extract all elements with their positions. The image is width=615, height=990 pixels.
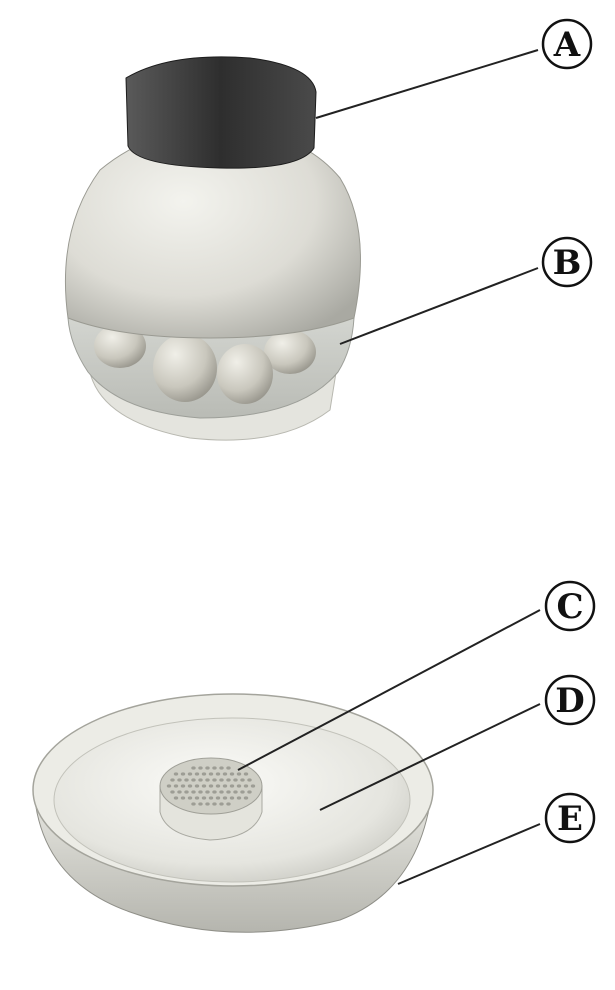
callout-e: E — [546, 794, 594, 842]
vent-hole — [184, 790, 188, 793]
vent-hole — [170, 790, 174, 793]
vent-hole — [177, 778, 181, 781]
vent-hole — [233, 790, 237, 793]
vent-hole — [230, 784, 234, 787]
incubator-top-cap — [126, 57, 316, 168]
vent-hole — [202, 784, 206, 787]
vent-hole — [170, 778, 174, 781]
vent-hole — [174, 796, 178, 799]
vent-hole — [198, 802, 202, 805]
vent-hole — [212, 766, 216, 769]
vent-hole — [230, 772, 234, 775]
egg — [153, 334, 217, 402]
vent-hole — [226, 778, 230, 781]
vent-hole — [205, 766, 209, 769]
callout-d-label: D — [555, 681, 584, 721]
vent-hole — [209, 796, 213, 799]
vent-hole — [188, 772, 192, 775]
vent-hole — [177, 790, 181, 793]
callout-a: A — [543, 20, 591, 68]
vent-hole — [205, 790, 209, 793]
vent-hole — [212, 778, 216, 781]
vent-hole — [240, 790, 244, 793]
vent-hole — [205, 778, 209, 781]
vent-hole — [226, 802, 230, 805]
vent-hole — [216, 796, 220, 799]
vent-hole — [205, 802, 209, 805]
leader-line-a — [316, 50, 538, 118]
vent-hole — [219, 778, 223, 781]
vent-hole — [202, 796, 206, 799]
vent-hole — [233, 778, 237, 781]
vent-hole — [240, 778, 244, 781]
vent-hole — [202, 772, 206, 775]
callout-a-label: A — [553, 25, 581, 65]
callout-c-label: C — [556, 587, 583, 627]
vent-hole — [191, 802, 195, 805]
vent-hole — [223, 784, 227, 787]
vent-hole — [247, 790, 251, 793]
callout-e-label: E — [557, 799, 583, 839]
vent-hole — [198, 790, 202, 793]
vent-hole — [209, 772, 213, 775]
vent-hole — [216, 772, 220, 775]
vent-hole — [191, 790, 195, 793]
vent-hole — [195, 772, 199, 775]
vent-hole — [219, 766, 223, 769]
vent-hole — [188, 784, 192, 787]
vent-hole — [212, 790, 216, 793]
vent-hole — [188, 796, 192, 799]
callout-c: C — [546, 582, 594, 630]
vent-hole — [219, 802, 223, 805]
vent-hole — [237, 796, 241, 799]
leader-line-b — [340, 268, 538, 344]
vent-hole — [230, 796, 234, 799]
vent-hole — [226, 790, 230, 793]
vent-hole — [191, 766, 195, 769]
vent-hole — [181, 784, 185, 787]
vent-hole — [174, 784, 178, 787]
vent-hole — [174, 772, 178, 775]
vent-hole — [237, 784, 241, 787]
vent-hole — [244, 772, 248, 775]
vent-hole — [198, 778, 202, 781]
incubator-base-tray — [33, 694, 433, 932]
vent-hole — [223, 772, 227, 775]
vent-hole — [181, 772, 185, 775]
vent-hole — [216, 784, 220, 787]
vent-hole — [226, 766, 230, 769]
vent-hole — [195, 784, 199, 787]
vent-hole — [244, 796, 248, 799]
vent-hole — [184, 778, 188, 781]
vent-hole — [209, 784, 213, 787]
vent-hole — [251, 784, 255, 787]
vent-hole — [212, 802, 216, 805]
incubator-assembled — [65, 57, 360, 440]
callout-b: B — [543, 238, 591, 286]
vent-hole — [195, 796, 199, 799]
vent-hole — [237, 772, 241, 775]
vent-hole — [219, 790, 223, 793]
egg — [217, 344, 273, 404]
callout-d: D — [546, 676, 594, 724]
callout-b-label: B — [553, 243, 582, 283]
vent-hole — [191, 778, 195, 781]
vent-hole — [167, 784, 171, 787]
vent-hole — [244, 784, 248, 787]
vent-hole — [181, 796, 185, 799]
vent-hole — [223, 796, 227, 799]
vent-hole — [198, 766, 202, 769]
vent-hole — [247, 778, 251, 781]
